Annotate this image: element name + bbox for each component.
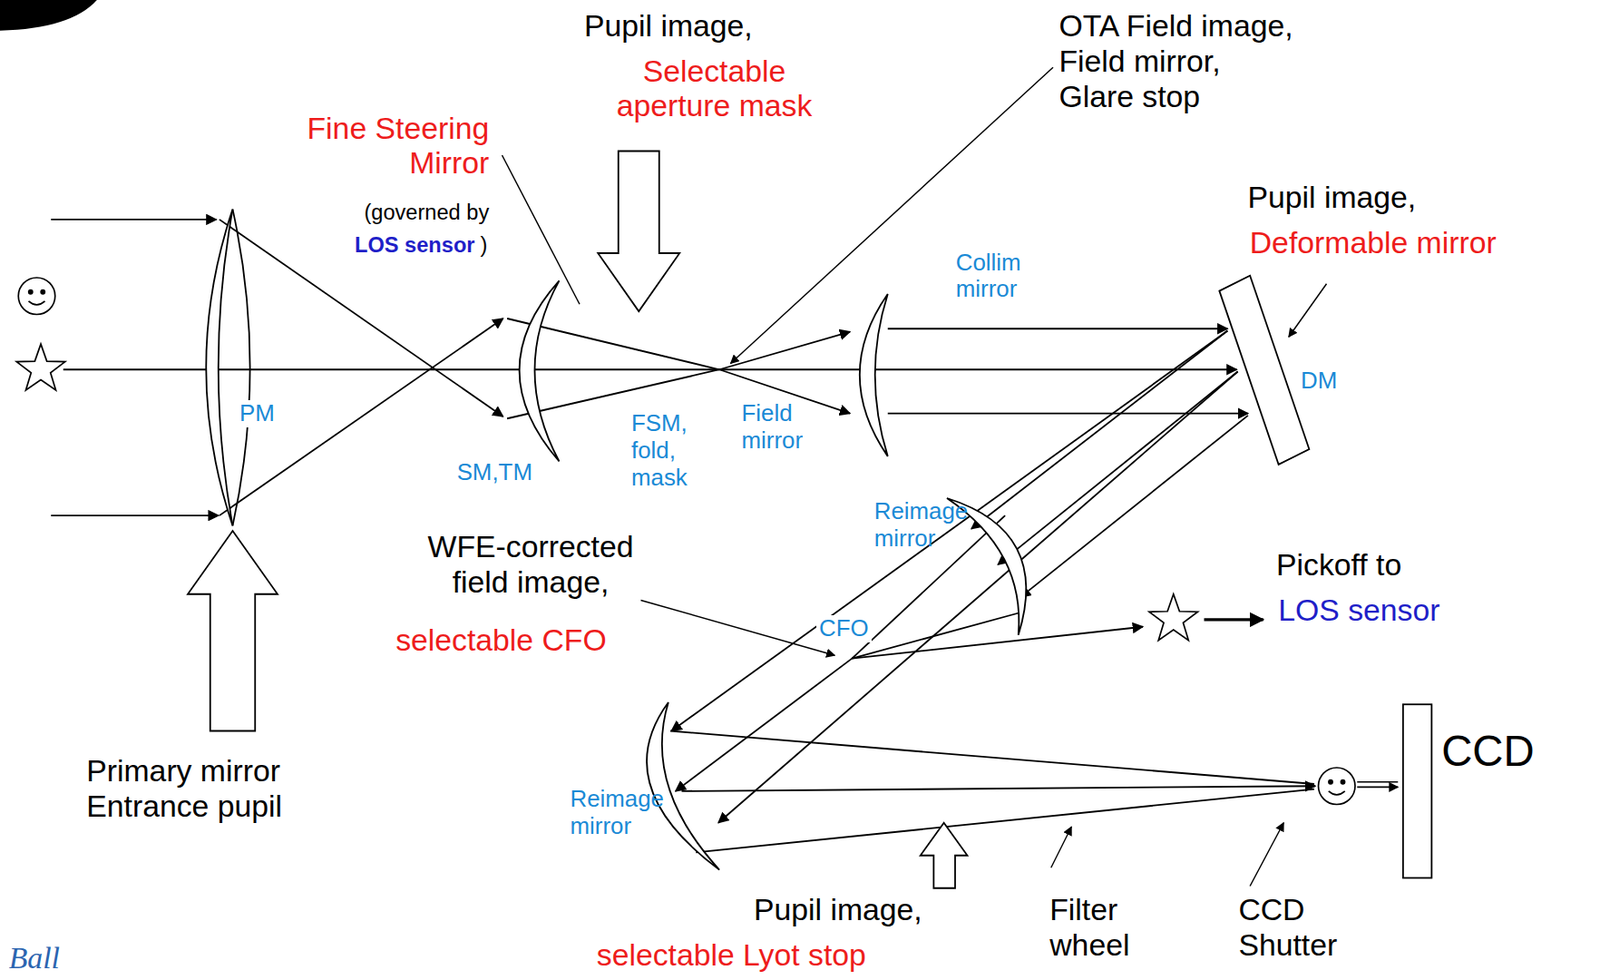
secondary-mirror	[519, 280, 560, 461]
light-rays	[50, 219, 1398, 853]
annotation-label: OTA Field image, Field mirror, Glare sto…	[1055, 8, 1298, 114]
deformable-mirror	[1219, 275, 1309, 465]
primary-mirror-back	[233, 209, 251, 527]
star-source	[16, 343, 66, 391]
part-label: CCD	[1438, 726, 1537, 776]
annotation-label: selectable CFO	[392, 622, 610, 658]
annotation-label: Primary mirror Entrance pupil	[83, 752, 287, 824]
part-label: FSM, fold, mask	[628, 409, 637, 491]
part-label: Reimage mirror	[871, 497, 880, 553]
corner-blob	[0, 0, 98, 31]
annotation-label: Deformable mirror	[1247, 224, 1500, 261]
part-label: Collim mirror	[953, 249, 962, 304]
reimage-mirror-lower	[646, 702, 720, 870]
annotation-label: Pupil image,	[1245, 179, 1420, 215]
part-label: PM	[236, 400, 278, 428]
sensor-label: LOS sensor	[1275, 592, 1443, 628]
part-label: DM	[1297, 367, 1340, 395]
sensor-label: LOS sensor	[351, 233, 479, 258]
part-label: Reimage mirror	[567, 785, 576, 840]
annotation-label: Filter wheel	[1046, 891, 1055, 963]
part-label: CFO	[816, 614, 872, 643]
pointer-arrow	[597, 151, 680, 313]
annotation-label: CCD Shutter	[1235, 891, 1244, 963]
annotation-label: Selectable aperture mask	[613, 53, 817, 125]
annotation-label: Pupil image,	[751, 891, 926, 927]
annotation-label: selectable Lyot stop	[594, 936, 869, 973]
part-label: Field mirror	[739, 400, 748, 455]
annotation-label: Pupil image,	[581, 8, 756, 44]
ccd-detector	[1403, 703, 1433, 878]
annotation-label: Pickoff to	[1273, 546, 1405, 583]
primary-mirror	[205, 209, 233, 527]
annotation-label: (governed by	[360, 200, 492, 225]
leader-lines	[502, 67, 1327, 886]
pointer-arrow	[920, 822, 968, 888]
reimage-mirror-upper	[946, 497, 1026, 635]
part-label: SM,TM	[454, 458, 536, 487]
planet-image	[1318, 767, 1357, 805]
star-image	[1149, 594, 1199, 641]
logo-text: Ball	[6, 940, 63, 976]
pointer-arrow	[187, 530, 278, 732]
collimating-mirror	[859, 293, 888, 457]
annotation-label: Fine Steering Mirror	[302, 110, 492, 182]
annotation-label: WFE-corrected field image,	[424, 528, 638, 600]
annotation-label: )	[478, 233, 491, 258]
planet-source	[18, 277, 56, 315]
